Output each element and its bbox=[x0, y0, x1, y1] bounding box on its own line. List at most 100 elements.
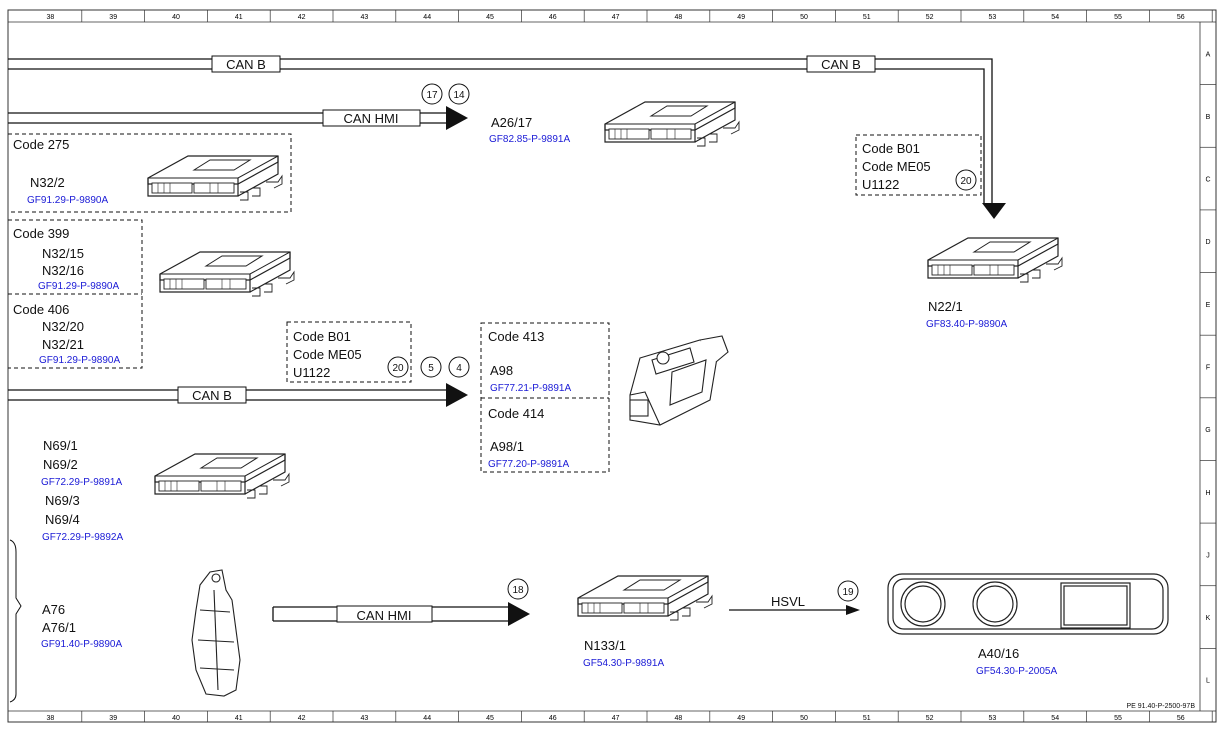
circle-20-right bbox=[955, 169, 977, 191]
n133-1-module-icon bbox=[577, 575, 713, 621]
code-275-box bbox=[8, 133, 292, 213]
a76-name: A76 bbox=[42, 602, 65, 617]
column-number: 47 bbox=[612, 14, 620, 21]
can-hmi-bottom-arrow bbox=[508, 602, 530, 626]
column-number: 47 bbox=[612, 715, 620, 722]
n32-2-ref: GF91.29-P-9890A bbox=[27, 195, 108, 206]
can-hmi-top-box bbox=[322, 109, 421, 127]
a40-16-ref: GF54.30-P-2005A bbox=[976, 666, 1057, 677]
a26-17-name: A26/17 bbox=[491, 115, 532, 130]
column-number: 44 bbox=[423, 715, 431, 722]
n32-15-name: N32/15 bbox=[42, 246, 84, 261]
column-number: 53 bbox=[989, 715, 997, 722]
column-number: 49 bbox=[737, 14, 745, 21]
column-number: 41 bbox=[235, 14, 243, 21]
n32-16-name: N32/16 bbox=[42, 263, 84, 278]
a26-17-module-icon bbox=[604, 101, 740, 147]
n32-2-name: N32/2 bbox=[30, 175, 65, 190]
column-number: 48 bbox=[675, 715, 683, 722]
a40-16-name: A40/16 bbox=[978, 646, 1019, 661]
n69-1-name: N69/1 bbox=[43, 438, 78, 453]
column-number: 56 bbox=[1177, 14, 1185, 21]
code-box-mid-line2: Code ME05 bbox=[293, 347, 362, 362]
hsvl-label: HSVL bbox=[771, 594, 805, 609]
can-b-top-line bbox=[8, 58, 993, 203]
n32-15-module-icon bbox=[159, 251, 295, 297]
circle-17-label: 17 bbox=[426, 90, 438, 101]
n133-1-ref: GF54.30-P-9891A bbox=[583, 658, 664, 669]
n69-3-name: N69/3 bbox=[45, 493, 80, 508]
code-box-right-line2: Code ME05 bbox=[862, 159, 931, 174]
column-number: 56 bbox=[1177, 715, 1185, 722]
a98-1-code: Code 414 bbox=[488, 406, 544, 421]
column-number: 41 bbox=[235, 715, 243, 722]
can-b-top-left-box bbox=[211, 55, 281, 73]
circle-18-label: 18 bbox=[512, 585, 524, 596]
column-number: 50 bbox=[800, 715, 808, 722]
column-number: 43 bbox=[361, 715, 369, 722]
n32-20-ref: GF91.29-P-9890A bbox=[39, 355, 120, 366]
a76-1-name: A76/1 bbox=[42, 620, 76, 635]
code-box-right-line1: Code B01 bbox=[862, 141, 920, 156]
n32-21-name: N32/21 bbox=[42, 337, 84, 352]
circle-19 bbox=[837, 580, 859, 602]
can-b-top-right-label: CAN B bbox=[821, 57, 861, 72]
a98-1-name: A98/1 bbox=[490, 439, 524, 454]
n22-1-name: N22/1 bbox=[928, 299, 963, 314]
code-box-mid bbox=[286, 321, 412, 383]
a98-ref: GF77.21-P-9891A bbox=[490, 383, 571, 394]
column-number: 46 bbox=[549, 715, 557, 722]
column-number: 45 bbox=[486, 715, 494, 722]
arrow-to-n22-1 bbox=[982, 203, 1006, 219]
n133-1-name: N133/1 bbox=[584, 638, 626, 653]
circle-19-label: 19 bbox=[842, 587, 854, 598]
circle-5 bbox=[420, 356, 442, 378]
column-number: 55 bbox=[1114, 14, 1122, 21]
column-number: 49 bbox=[737, 715, 745, 722]
n69-ref2: GF72.29-P-9892A bbox=[42, 532, 123, 543]
a98-code: Code 413 bbox=[488, 329, 544, 344]
column-number: 52 bbox=[926, 715, 934, 722]
circle-18 bbox=[507, 578, 529, 600]
column-number: 54 bbox=[1051, 14, 1059, 21]
can-hmi-top-arrow bbox=[446, 106, 468, 130]
can-b-mid-label: CAN B bbox=[192, 388, 232, 403]
can-hmi-bottom-label: CAN HMI bbox=[357, 608, 412, 623]
code-box-mid-line1: Code B01 bbox=[293, 329, 351, 344]
column-number: 53 bbox=[989, 14, 997, 21]
a76-ref: GF91.40-P-9890A bbox=[41, 639, 122, 650]
a98-1-ref: GF77.20-P-9891A bbox=[488, 459, 569, 470]
a40-16-instrument-cluster-icon bbox=[887, 573, 1169, 635]
column-number: 54 bbox=[1051, 715, 1059, 722]
a98-roof-module-icon bbox=[629, 335, 729, 426]
a26-17-ref: GF82.85-P-9891A bbox=[489, 134, 570, 145]
row-letter: L bbox=[1206, 678, 1210, 685]
row-letter: G bbox=[1205, 427, 1210, 434]
n32-2-module-icon bbox=[147, 155, 283, 201]
row-letter: C bbox=[1205, 177, 1210, 184]
circle-4-label: 4 bbox=[456, 363, 462, 374]
code-box-right bbox=[855, 134, 982, 196]
column-number: 48 bbox=[675, 14, 683, 21]
column-number: 40 bbox=[172, 14, 180, 21]
n69-module-icon bbox=[154, 453, 290, 499]
n22-1-module-icon bbox=[927, 237, 1063, 283]
n69-4-name: N69/4 bbox=[45, 512, 80, 527]
n32-2-code: Code 275 bbox=[13, 137, 69, 152]
row-letter: A bbox=[1206, 51, 1211, 58]
circle-14-label: 14 bbox=[453, 90, 465, 101]
circle-5-label: 5 bbox=[428, 363, 434, 374]
can-hmi-bottom-box bbox=[336, 605, 433, 623]
circle-20-mid bbox=[387, 356, 409, 378]
n32-20-name: N32/20 bbox=[42, 319, 84, 334]
column-number: 42 bbox=[298, 14, 306, 21]
circle-4 bbox=[448, 356, 470, 378]
row-letter: E bbox=[1206, 302, 1211, 309]
column-number: 45 bbox=[486, 14, 494, 21]
circle-17 bbox=[421, 83, 443, 105]
column-number: 42 bbox=[298, 715, 306, 722]
n32-15-ref: GF91.29-P-9890A bbox=[38, 281, 119, 292]
column-number: 51 bbox=[863, 715, 871, 722]
